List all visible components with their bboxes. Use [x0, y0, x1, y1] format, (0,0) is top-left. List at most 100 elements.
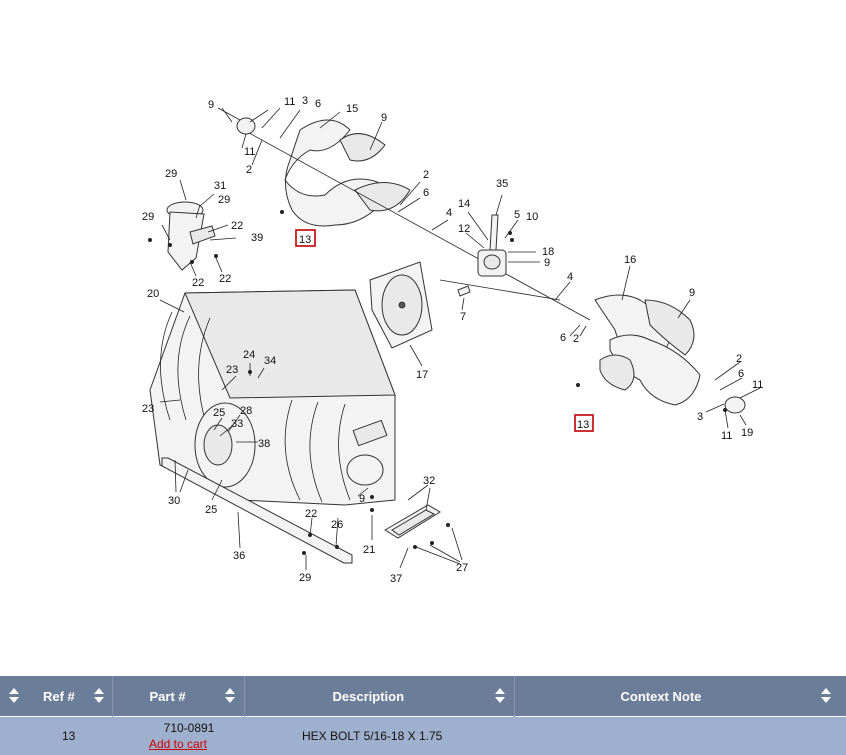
callout-11: 11 [284, 96, 295, 108]
callout-22: 22 [231, 220, 243, 232]
table-header-row: Ref # Part # Description Context Note [0, 676, 846, 717]
cell-context-note [514, 716, 846, 755]
column-header-description-label: Description [332, 689, 405, 704]
callout-10: 10 [526, 211, 538, 223]
column-header-ref[interactable]: Ref # [0, 676, 113, 717]
chute-assembly [166, 201, 216, 271]
callout-27: 27 [456, 562, 468, 574]
callout-22: 22 [219, 273, 231, 285]
add-to-cart-link[interactable]: Add to cart [148, 737, 208, 751]
callout-23: 23 [142, 403, 154, 415]
right-auger [594, 294, 701, 406]
exploded-parts-diagram: 9 11 3 6 15 9 11 2 2 6 35 14 5 10 4 12 1… [142, 95, 763, 585]
highlight-box-13 [295, 229, 316, 247]
callout-29: 29 [165, 168, 177, 180]
callout-9: 9 [381, 112, 387, 124]
column-header-description[interactable]: Description [244, 676, 515, 717]
callout-18: 18 [542, 246, 554, 258]
callout-3: 3 [302, 95, 308, 107]
callout-13-highlighted: 13 [299, 234, 311, 246]
callout-3: 3 [697, 411, 703, 423]
callout-6: 6 [423, 187, 429, 199]
left-auger [284, 119, 411, 227]
scraper-bar [161, 457, 353, 564]
callout-6: 6 [560, 332, 566, 344]
callout-21: 21 [363, 544, 375, 556]
sort-icon[interactable] [9, 688, 19, 704]
column-header-context-label: Context Note [620, 689, 702, 704]
part-number: 710-0891 [163, 721, 215, 735]
callout-33: 33 [231, 418, 243, 430]
cell-description: HEX BOLT 5/16-18 X 1.75 [244, 716, 514, 755]
callout-9: 9 [544, 257, 550, 269]
callout-12: 12 [458, 223, 470, 235]
callout-36: 36 [233, 550, 245, 562]
column-header-part[interactable]: Part # [112, 676, 245, 717]
table-row[interactable]: 13 710-0891 Add to cart HEX BOLT 5/16-18… [0, 716, 846, 755]
callout-20: 20 [147, 288, 159, 300]
parts-diagram-area: 9 11 3 6 15 9 11 2 2 6 35 14 5 10 4 12 1… [142, 95, 764, 585]
callout-11: 11 [244, 146, 255, 158]
callout-19: 19 [741, 427, 753, 439]
callout-17: 17 [416, 369, 428, 381]
callout-31: 31 [214, 180, 226, 192]
highlight-box-13 [574, 414, 594, 432]
sort-icon[interactable] [94, 688, 104, 704]
callout-11: 11 [752, 379, 763, 391]
callout-6: 6 [738, 368, 744, 380]
callout-2: 2 [573, 333, 579, 345]
callout-32: 32 [423, 475, 435, 487]
callout-labels: 9 11 3 6 15 9 11 2 2 6 35 14 5 10 4 12 1… [142, 95, 763, 585]
callout-16: 16 [624, 254, 636, 266]
callout-9: 9 [359, 493, 365, 505]
callout-2: 2 [246, 164, 252, 176]
callout-4: 4 [567, 271, 573, 283]
callout-29: 29 [142, 211, 154, 223]
cell-part: 710-0891 Add to cart [112, 716, 244, 755]
sort-icon[interactable] [224, 688, 235, 704]
bearing-right [724, 396, 746, 414]
callout-22: 22 [305, 508, 317, 520]
fasteners [148, 210, 727, 555]
callout-13-highlighted: 13 [577, 419, 589, 431]
callout-23: 23 [226, 364, 238, 376]
callout-11: 11 [721, 430, 732, 442]
callout-26: 26 [331, 519, 343, 531]
callout-4: 4 [446, 207, 452, 219]
callout-29: 29 [218, 194, 230, 206]
callout-30: 30 [168, 495, 180, 507]
callout-14: 14 [458, 198, 470, 210]
callout-25: 25 [213, 407, 225, 419]
belt-guard [384, 504, 441, 539]
callout-9: 9 [689, 287, 695, 299]
bracket-7 [457, 285, 471, 297]
auger-housing [149, 289, 396, 506]
auger-shaft [239, 127, 591, 321]
callout-35: 35 [496, 178, 508, 190]
callout-15: 15 [346, 103, 358, 115]
sort-icon[interactable] [494, 688, 505, 704]
impeller [369, 261, 433, 349]
callout-29: 29 [299, 572, 311, 584]
leader-lines [159, 107, 761, 570]
callout-28: 28 [240, 405, 252, 417]
callout-24: 24 [243, 349, 255, 361]
callout-25: 25 [205, 504, 217, 516]
callout-6: 6 [315, 98, 321, 110]
callout-34: 34 [264, 355, 276, 367]
parts-table: Ref # Part # Description Context Note 13… [0, 676, 846, 755]
callout-38: 38 [258, 438, 270, 450]
callout-39: 39 [251, 232, 263, 244]
callout-9: 9 [208, 99, 214, 111]
callout-2: 2 [423, 169, 429, 181]
center-gearbox [477, 214, 507, 277]
callout-22: 22 [192, 277, 204, 289]
sort-icon[interactable] [820, 688, 831, 704]
column-header-part-label: Part # [149, 689, 186, 704]
callout-5: 5 [514, 209, 520, 221]
callout-37: 37 [390, 573, 402, 585]
cell-ref: 13 [0, 716, 112, 755]
column-header-ref-label: Ref # [43, 689, 75, 704]
column-header-context[interactable]: Context Note [514, 676, 846, 717]
callout-7: 7 [460, 311, 466, 323]
